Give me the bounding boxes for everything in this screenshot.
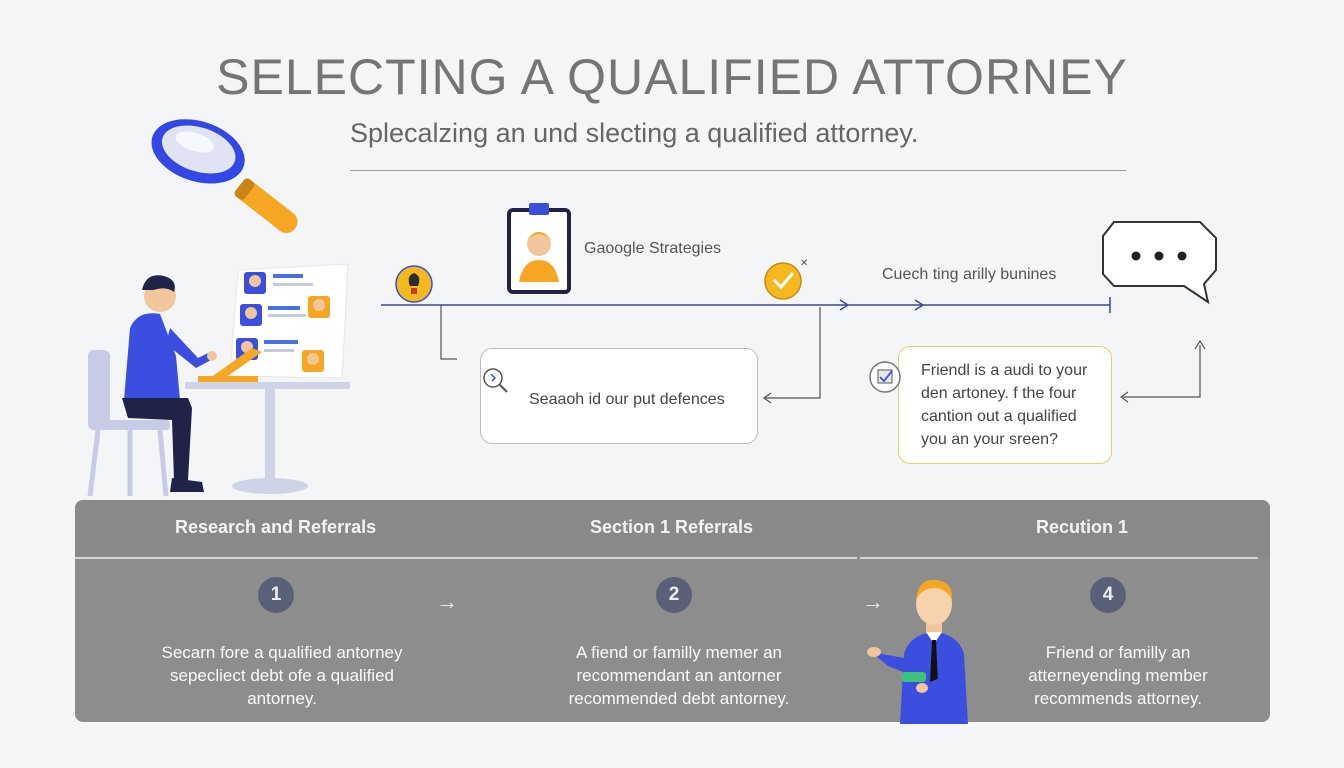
step-2-line-2: recommendant an antorner — [576, 666, 782, 685]
friend-box-line-2: den artoney. f the four — [921, 385, 1077, 402]
column-heading-1: Research and Referrals — [175, 517, 377, 537]
speech-bubble-icon — [1102, 221, 1217, 305]
column-divider-left — [75, 557, 857, 559]
magnifying-glass-icon — [151, 119, 298, 234]
step-2-line-1: A fiend or familly memer an — [576, 643, 782, 662]
search-defences-box: Seaaoh id our put defences — [480, 348, 758, 444]
step-number-2: 2 — [656, 577, 692, 613]
friend-box-line-3: cantion out a qualified — [921, 408, 1077, 425]
step-4-line-2: atterneyending member — [1028, 666, 1208, 685]
step-2-line-3: recommended debt antorney. — [568, 689, 790, 708]
step-arrow-1: → — [436, 589, 458, 614]
step-4-line-1: Friend or familly an — [1045, 643, 1191, 662]
column-heading-2: Section 1 Referrals — [590, 517, 754, 537]
coaching-label: Cuech ting arilly bunines — [882, 266, 1057, 283]
friend-referral-box: Friendl is a audi to your den artoney. f… — [898, 346, 1112, 464]
businessman-illustration — [867, 579, 968, 724]
subtitle-divider — [350, 170, 1126, 171]
column-divider-right — [860, 557, 1258, 559]
lightbulb-icon — [395, 265, 433, 303]
person-at-desk-illustration — [87, 263, 350, 497]
step-number-4: 4 — [1090, 577, 1126, 613]
step-4-description: Friend or familly an atterneyending memb… — [990, 641, 1246, 710]
steps-panel-header — [75, 500, 1270, 558]
step-2-description: A fiend or familly memer an recommendant… — [520, 641, 838, 710]
search-icon — [483, 368, 508, 393]
column-heading-3: Recution 1 — [1036, 517, 1129, 537]
clipboard-profile-icon — [507, 203, 571, 294]
step-1-line-3: antorney. — [247, 689, 317, 708]
step-number-1: 1 — [258, 577, 294, 613]
step-1-line-1: Secarn fore a qualified antorney — [161, 643, 403, 662]
flow-connectors — [381, 297, 1206, 404]
page-subtitle: Splecalzing an und slecting a qualified … — [350, 118, 919, 148]
step-4-line-3: recommends attorney. — [1034, 689, 1202, 708]
friend-box-line-4: you an your sreen? — [921, 431, 1058, 448]
step-1-description: Secarn fore a qualified antorney sepecli… — [122, 641, 442, 710]
page-title: SELECTING A QUALIFIED ATTORNEY — [216, 49, 1128, 105]
svg-text:✕: ✕ — [800, 258, 808, 269]
search-box-text: Seaaoh id our put defences — [529, 391, 725, 408]
document-check-icon — [869, 361, 901, 393]
profile-board-icon — [229, 263, 349, 379]
google-strategies-label: Gaoogle Strategies — [584, 240, 721, 257]
friend-box-line-1: Friendl is a audi to your — [921, 362, 1088, 379]
step-arrow-2: → — [862, 589, 884, 614]
step-1-line-2: sepecliect debt ofe a qualified — [170, 666, 394, 685]
checkmark-icon: ✕ — [764, 258, 808, 300]
